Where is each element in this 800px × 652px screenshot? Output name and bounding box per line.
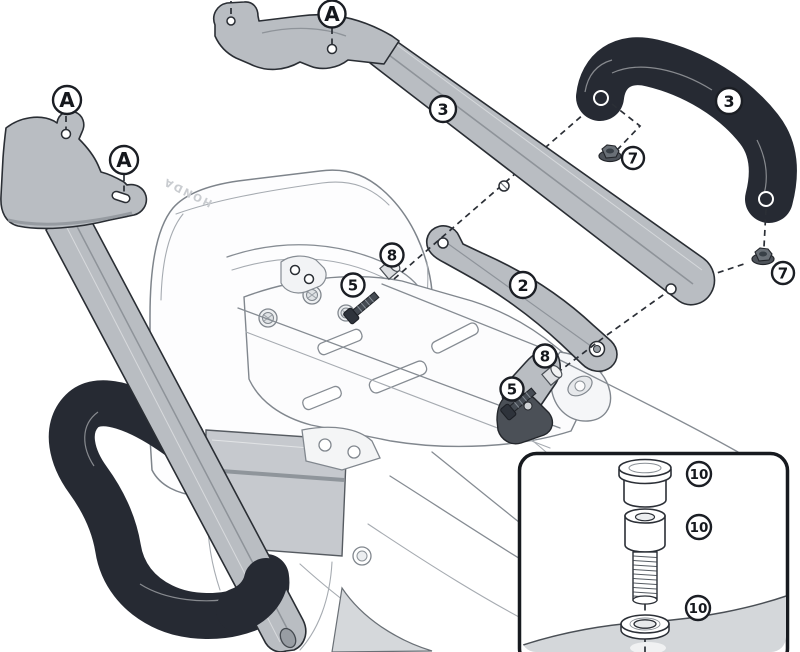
- callout-label: 5: [348, 276, 358, 294]
- callout-a-top: A: [317, 0, 347, 29]
- callout-8-upper: 8: [379, 242, 405, 268]
- callout-8-lower: 8: [532, 343, 558, 369]
- inset-socket-bolt: [624, 508, 666, 605]
- callout-label: A: [59, 88, 75, 112]
- callout-label: A: [116, 148, 132, 172]
- right-handle-black: [576, 37, 797, 223]
- fitting-hole-a-top-left: [226, 16, 236, 26]
- fitting-hole-a-left-upper: [60, 128, 72, 140]
- callout-leader-dashes: [65, 1, 767, 248]
- rail-hole-lower: [665, 283, 677, 295]
- nut-7-upper: [598, 144, 622, 163]
- callout-label: 7: [778, 264, 788, 282]
- inset-bushing: [618, 458, 672, 508]
- callout-label: 10: [690, 467, 709, 483]
- callout-label: 3: [437, 100, 448, 119]
- inset-washer: [620, 614, 670, 640]
- bolt-5-upper: [343, 291, 380, 325]
- callout-10-top: 10: [685, 460, 713, 488]
- callout-label: 8: [387, 246, 397, 264]
- handle-hole-upper: [593, 90, 609, 106]
- callout-label: 10: [689, 601, 708, 617]
- callout-5-lower: 5: [499, 376, 525, 402]
- callout-a-left-upper: A: [51, 84, 83, 116]
- callout-label: 8: [540, 347, 550, 365]
- fitting-hole-a-top-right: [326, 43, 338, 55]
- handle-hole-lower: [758, 191, 774, 207]
- callout-label: A: [324, 2, 340, 26]
- callouts: A A A 3 3 7 7 2: [51, 0, 796, 622]
- callout-3-rail: 3: [428, 94, 458, 124]
- inset-detail-box: [517, 451, 790, 652]
- callout-3-handle: 3: [714, 86, 744, 116]
- callout-10-bottom: 10: [684, 594, 712, 622]
- callout-7-lower: 7: [770, 260, 796, 286]
- left-bracket-assembly: [0, 110, 307, 652]
- callout-7-upper: 7: [620, 145, 646, 171]
- callout-5-upper: 5: [340, 272, 366, 298]
- callout-label: 3: [723, 92, 734, 111]
- nut-7-lower: [751, 247, 775, 266]
- callout-10-middle: 10: [685, 513, 713, 541]
- callout-label: 2: [517, 276, 528, 295]
- callout-label: 5: [507, 380, 517, 398]
- left-handle-foot: [216, 558, 288, 632]
- callout-label: 10: [690, 520, 709, 536]
- callout-2: 2: [508, 270, 538, 300]
- fitting-slot-a-left-lower: [111, 190, 131, 204]
- callout-label: 7: [628, 149, 638, 167]
- callout-a-left-lower: A: [108, 144, 140, 176]
